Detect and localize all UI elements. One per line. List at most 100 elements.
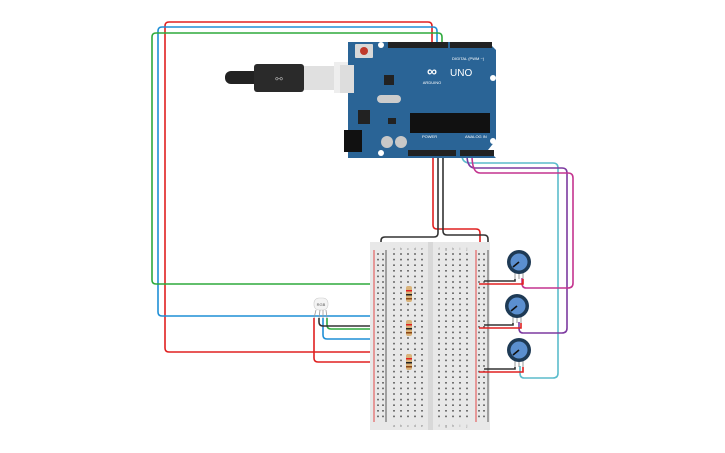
breadboard-hole[interactable] [466, 359, 468, 362]
breadboard-hole[interactable] [459, 342, 461, 345]
breadboard-hole[interactable] [466, 281, 468, 283]
rail-hole[interactable] [483, 393, 485, 395]
breadboard-hole[interactable] [438, 309, 440, 311]
rail-hole[interactable] [483, 303, 485, 306]
breadboard-hole[interactable] [438, 258, 440, 261]
breadboard-hole[interactable] [438, 292, 440, 294]
rail-hole[interactable] [478, 309, 480, 311]
rail-hole[interactable] [483, 354, 485, 356]
rail-hole[interactable] [478, 326, 480, 328]
breadboard-hole[interactable] [452, 314, 454, 317]
rail-hole[interactable] [478, 398, 480, 401]
breadboard-hole[interactable] [445, 365, 447, 367]
rail-hole[interactable] [382, 303, 384, 306]
breadboard-hole[interactable] [407, 270, 409, 272]
breadboard-hole[interactable] [421, 253, 423, 255]
breadboard-hole[interactable] [466, 253, 468, 255]
rail-hole[interactable] [377, 387, 379, 390]
breadboard-hole[interactable] [452, 415, 454, 418]
breadboard-hole[interactable] [445, 309, 447, 311]
wire-red-pot[interactable] [479, 323, 522, 329]
breadboard-hole[interactable] [459, 398, 461, 401]
breadboard-hole[interactable] [407, 376, 409, 378]
rail-hole[interactable] [478, 382, 480, 384]
breadboard-hole[interactable] [393, 309, 395, 311]
breadboard-hole[interactable] [407, 348, 409, 350]
breadboard-hole[interactable] [393, 320, 395, 322]
rail-hole[interactable] [483, 359, 485, 362]
breadboard-hole[interactable] [400, 331, 402, 334]
breadboard-hole[interactable] [452, 365, 454, 367]
breadboard-hole[interactable] [438, 387, 440, 390]
rail-hole[interactable] [478, 342, 480, 345]
rail-hole[interactable] [478, 320, 480, 322]
breadboard-hole[interactable] [400, 275, 402, 278]
breadboard-hole[interactable] [393, 264, 395, 266]
breadboard-hole[interactable] [400, 415, 402, 418]
breadboard-hole[interactable] [459, 298, 461, 300]
breadboard-hole[interactable] [400, 382, 402, 384]
rail-hole[interactable] [377, 326, 379, 328]
breadboard-hole[interactable] [407, 281, 409, 283]
breadboard-hole[interactable] [445, 258, 447, 261]
breadboard-hole[interactable] [393, 376, 395, 378]
breadboard-hole[interactable] [414, 348, 416, 350]
breadboard-hole[interactable] [438, 314, 440, 317]
breadboard-hole[interactable] [414, 331, 416, 334]
breadboard-hole[interactable] [393, 270, 395, 272]
rail-hole[interactable] [382, 415, 384, 418]
breadboard-hole[interactable] [445, 270, 447, 272]
rail-hole[interactable] [382, 410, 384, 412]
breadboard-hole[interactable] [414, 382, 416, 384]
breadboard-hole[interactable] [452, 342, 454, 345]
breadboard-hole[interactable] [438, 354, 440, 356]
breadboard-hole[interactable] [393, 348, 395, 350]
breadboard-hole[interactable] [452, 258, 454, 261]
rail-hole[interactable] [377, 359, 379, 362]
breadboard-hole[interactable] [452, 376, 454, 378]
breadboard-hole[interactable] [438, 253, 440, 255]
resistor[interactable] [406, 354, 412, 370]
breadboard-hole[interactable] [466, 337, 468, 339]
breadboard-hole[interactable] [445, 370, 447, 373]
rail-hole[interactable] [483, 298, 485, 300]
breadboard-hole[interactable] [400, 286, 402, 289]
breadboard-hole[interactable] [466, 398, 468, 401]
breadboard-hole[interactable] [400, 354, 402, 356]
breadboard-hole[interactable] [466, 298, 468, 300]
breadboard-hole[interactable] [414, 359, 416, 362]
breadboard-hole[interactable] [452, 337, 454, 339]
rail-hole[interactable] [382, 365, 384, 367]
rail-hole[interactable] [483, 404, 485, 406]
breadboard-hole[interactable] [466, 303, 468, 306]
rail-hole[interactable] [483, 281, 485, 283]
rail-hole[interactable] [483, 270, 485, 272]
wire-black-led[interactable] [318, 318, 384, 327]
rail-hole[interactable] [382, 314, 384, 317]
breadboard-hole[interactable] [452, 292, 454, 294]
breadboard-hole[interactable] [400, 342, 402, 345]
breadboard-hole[interactable] [466, 309, 468, 311]
rail-hole[interactable] [478, 331, 480, 334]
breadboard-hole[interactable] [466, 286, 468, 289]
breadboard-hole[interactable] [393, 314, 395, 317]
breadboard-hole[interactable] [438, 376, 440, 378]
rail-hole[interactable] [382, 404, 384, 406]
rail-hole[interactable] [483, 415, 485, 418]
breadboard-hole[interactable] [438, 370, 440, 373]
breadboard-hole[interactable] [393, 281, 395, 283]
rail-hole[interactable] [483, 314, 485, 317]
breadboard-hole[interactable] [438, 398, 440, 401]
rail-hole[interactable] [483, 275, 485, 278]
rail-hole[interactable] [377, 331, 379, 334]
breadboard-hole[interactable] [466, 314, 468, 317]
breadboard-hole[interactable] [466, 331, 468, 334]
breadboard-hole[interactable] [459, 365, 461, 367]
breadboard-hole[interactable] [414, 337, 416, 339]
breadboard-hole[interactable] [407, 387, 409, 390]
breadboard-hole[interactable] [452, 354, 454, 356]
breadboard-hole[interactable] [400, 337, 402, 339]
breadboard-hole[interactable] [414, 281, 416, 283]
rail-hole[interactable] [377, 376, 379, 378]
